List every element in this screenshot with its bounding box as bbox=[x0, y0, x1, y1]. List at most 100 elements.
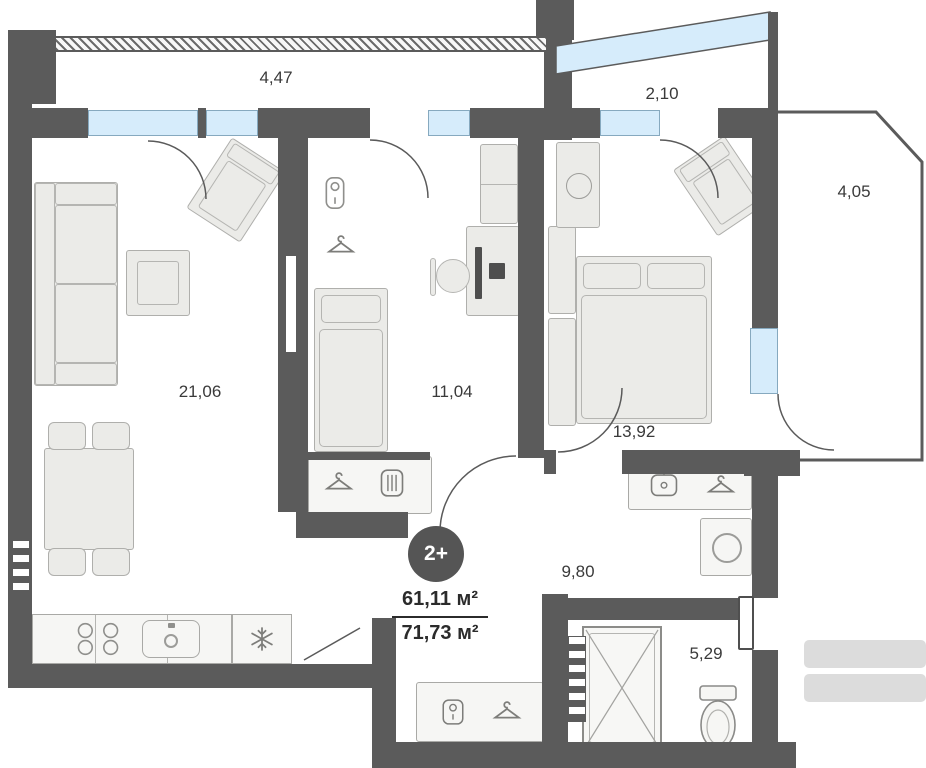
hanger-icon bbox=[326, 235, 356, 253]
balcony-top-right-glazing bbox=[555, 11, 771, 75]
chair bbox=[48, 422, 86, 450]
shower-tray bbox=[582, 626, 662, 750]
faucet-icon bbox=[168, 623, 175, 628]
balcony-right-outline bbox=[778, 110, 924, 462]
wall bbox=[32, 108, 88, 138]
kitchen-sink bbox=[142, 620, 200, 658]
blanket bbox=[319, 329, 383, 447]
bathroom-area-label: 5,29 bbox=[689, 644, 723, 663]
tv-stand bbox=[556, 142, 600, 228]
entrance-door-leaf bbox=[738, 596, 754, 650]
pillow bbox=[647, 263, 705, 289]
counter-divider bbox=[95, 615, 96, 663]
desk-chair-back bbox=[430, 258, 436, 296]
door-arc bbox=[777, 393, 835, 451]
wall bbox=[8, 664, 396, 688]
wall bbox=[8, 30, 56, 104]
living-room-area-label: 21,06 bbox=[178, 382, 222, 401]
hanger-icon bbox=[492, 701, 522, 719]
bed-single bbox=[314, 288, 388, 452]
pillow bbox=[321, 295, 381, 323]
window bbox=[88, 110, 198, 136]
pc-tower-icon bbox=[489, 263, 505, 279]
wall bbox=[296, 512, 408, 538]
wall bbox=[372, 618, 396, 768]
bedroom-large-area-label: 13,92 bbox=[612, 422, 656, 441]
wall bbox=[8, 96, 32, 688]
vent-shaft bbox=[12, 540, 30, 598]
wall bbox=[718, 108, 778, 138]
sofa-back bbox=[35, 183, 55, 385]
armchair bbox=[186, 137, 286, 243]
wall bbox=[198, 108, 206, 138]
sink-drain bbox=[164, 634, 178, 648]
chair bbox=[48, 548, 86, 576]
hallway-area-label: 9,80 bbox=[561, 562, 595, 581]
desk bbox=[466, 226, 520, 316]
window bbox=[600, 110, 660, 136]
wall bbox=[548, 108, 600, 138]
sofa bbox=[34, 182, 118, 386]
chair bbox=[92, 422, 130, 450]
desk-chair-seat bbox=[436, 259, 470, 293]
hanger-icon bbox=[324, 472, 354, 490]
shower-drain-lines bbox=[585, 629, 659, 747]
watermark-shape bbox=[804, 640, 926, 668]
blanket bbox=[581, 295, 707, 419]
window bbox=[750, 328, 778, 394]
wall bbox=[258, 108, 370, 138]
sofa-armrest bbox=[55, 183, 117, 205]
entry-cabinet bbox=[416, 682, 544, 742]
dresser bbox=[548, 226, 576, 314]
wall-niche bbox=[286, 256, 296, 352]
lamp-icon bbox=[566, 173, 592, 199]
sofa-armrest bbox=[55, 363, 117, 385]
total-area-value: 71,73 м² bbox=[401, 622, 479, 644]
washing-machine bbox=[700, 518, 752, 576]
vent-shaft bbox=[568, 636, 586, 722]
wall bbox=[544, 450, 556, 474]
bed-double bbox=[576, 256, 712, 424]
wall bbox=[752, 476, 778, 598]
coffee-table-top bbox=[137, 261, 179, 305]
window bbox=[206, 110, 258, 136]
wall bbox=[372, 742, 796, 768]
wall bbox=[768, 12, 778, 110]
dresser bbox=[548, 318, 576, 426]
wall bbox=[622, 450, 752, 474]
leader-line bbox=[303, 627, 361, 661]
kitchen-counter bbox=[32, 614, 232, 664]
wall bbox=[470, 108, 548, 138]
coffee-table bbox=[126, 250, 190, 316]
wardrobe-divider bbox=[481, 184, 517, 185]
wall bbox=[542, 594, 568, 768]
balcony-top-right-area-label: 2,10 bbox=[645, 84, 679, 103]
cabinet-icon bbox=[442, 699, 464, 725]
pillow bbox=[583, 263, 641, 289]
wall bbox=[744, 450, 800, 476]
wall bbox=[518, 138, 544, 458]
door-arc bbox=[439, 455, 517, 533]
bedroom-small-area-label: 11,04 bbox=[431, 382, 473, 401]
washer-drum-icon bbox=[712, 533, 742, 563]
wall bbox=[536, 0, 574, 40]
boiler-icon bbox=[325, 177, 345, 209]
snowflake-icon bbox=[251, 627, 273, 651]
balcony-right-area-label: 4,05 bbox=[837, 182, 871, 201]
stove-burners-icon bbox=[77, 622, 119, 656]
wall bbox=[308, 452, 430, 460]
living-area-value: 61,11 м² bbox=[402, 588, 478, 610]
balcony-glazing bbox=[56, 36, 546, 52]
hanger-icon bbox=[706, 475, 736, 493]
monitor-icon bbox=[475, 247, 482, 299]
wall bbox=[568, 598, 746, 620]
shoe-cabinet-icon bbox=[380, 469, 404, 497]
wardrobe bbox=[480, 144, 518, 224]
rooms-badge: 2+ bbox=[408, 526, 464, 582]
area-divider-line bbox=[392, 616, 488, 618]
dining-table bbox=[44, 448, 134, 550]
window bbox=[428, 110, 470, 136]
wall bbox=[752, 138, 778, 328]
desk-chair bbox=[430, 250, 470, 302]
